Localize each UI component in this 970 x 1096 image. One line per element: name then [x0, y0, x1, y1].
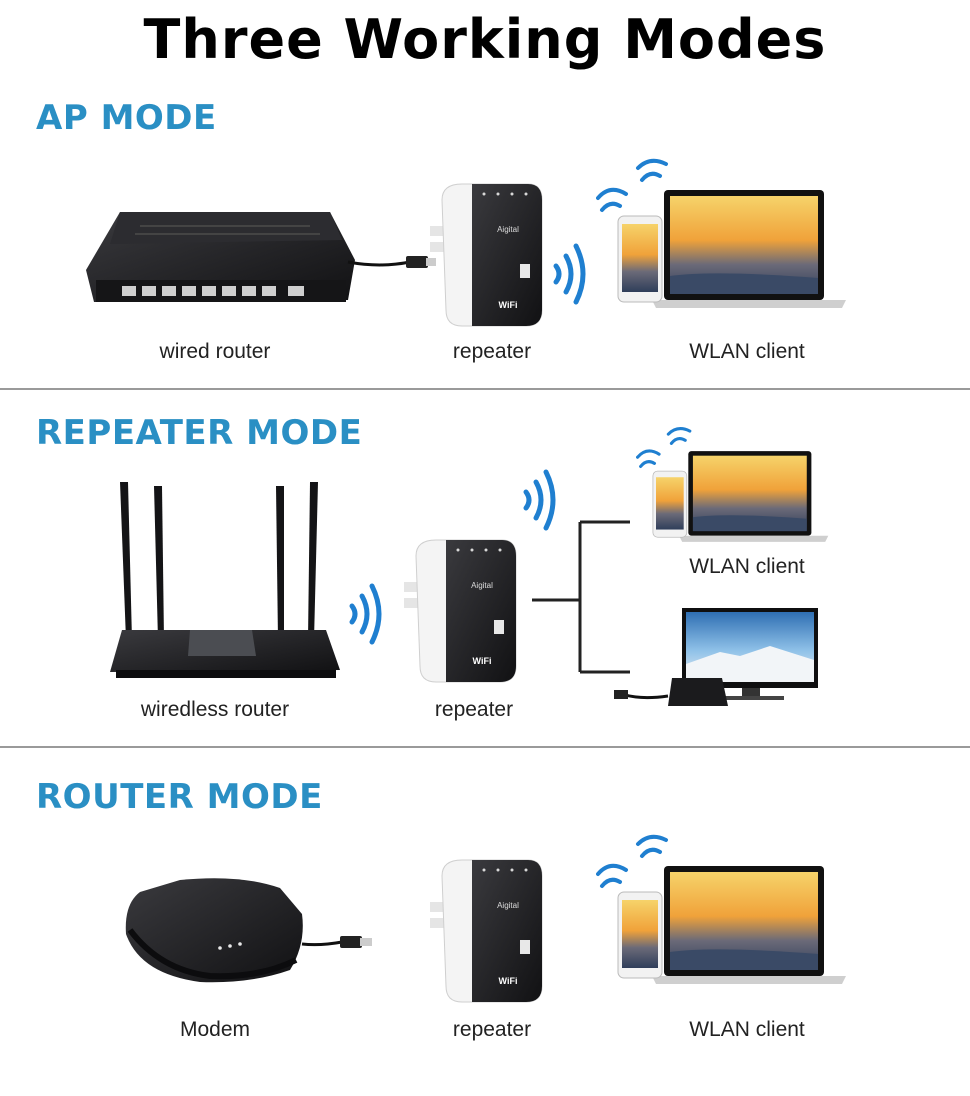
- device-label: repeater: [452, 1018, 532, 1041]
- device-label: WLAN client: [689, 340, 805, 363]
- wifi-waves-icon: [553, 243, 586, 305]
- wifi-waves-icon: [349, 583, 382, 645]
- device-label: WLAN client: [689, 555, 805, 578]
- section-heading: ROUTER MODE: [36, 777, 323, 817]
- device-label: repeater: [434, 698, 514, 721]
- laptop-phone-icon: [596, 834, 846, 984]
- wifi-waves-icon: [523, 469, 556, 531]
- tv-icon: [614, 608, 818, 706]
- device-label: wired router: [159, 340, 271, 363]
- wifi-logo: WiFi: [499, 300, 518, 310]
- repeater-icon: Aigital WiFi: [430, 183, 543, 327]
- device-label: Modem: [179, 1018, 251, 1041]
- section-ap-mode: AP MODE Aigital WiFi: [0, 0, 970, 390]
- section-divider: [0, 388, 970, 390]
- page-title: Three Working Modes: [143, 8, 827, 71]
- laptop-phone-icon: [636, 427, 829, 542]
- device-label: WLAN client: [689, 1018, 805, 1041]
- repeater-brand: Aigital: [497, 901, 519, 910]
- wifi-logo: WiFi: [473, 656, 492, 666]
- device-label: repeater: [452, 340, 532, 363]
- wired-router-icon: [86, 212, 436, 302]
- repeater-brand: Aigital: [471, 581, 493, 590]
- section-heading: AP MODE: [36, 98, 217, 138]
- laptop-phone-icon: [596, 158, 846, 308]
- device-label: wiredless router: [140, 698, 290, 721]
- section-repeater-mode: REPEATER MODE Aigital WiFi: [36, 413, 829, 721]
- modem-icon: [125, 878, 372, 983]
- wifi-logo: WiFi: [499, 976, 518, 986]
- repeater-brand: Aigital: [497, 225, 519, 234]
- repeater-icon: Aigital WiFi: [404, 539, 517, 683]
- repeater-icon: Aigital WiFi: [430, 859, 543, 1003]
- wireless-router-icon: [110, 482, 340, 678]
- section-divider: [0, 746, 970, 748]
- connector-lines: [532, 520, 630, 674]
- section-heading: REPEATER MODE: [36, 413, 363, 453]
